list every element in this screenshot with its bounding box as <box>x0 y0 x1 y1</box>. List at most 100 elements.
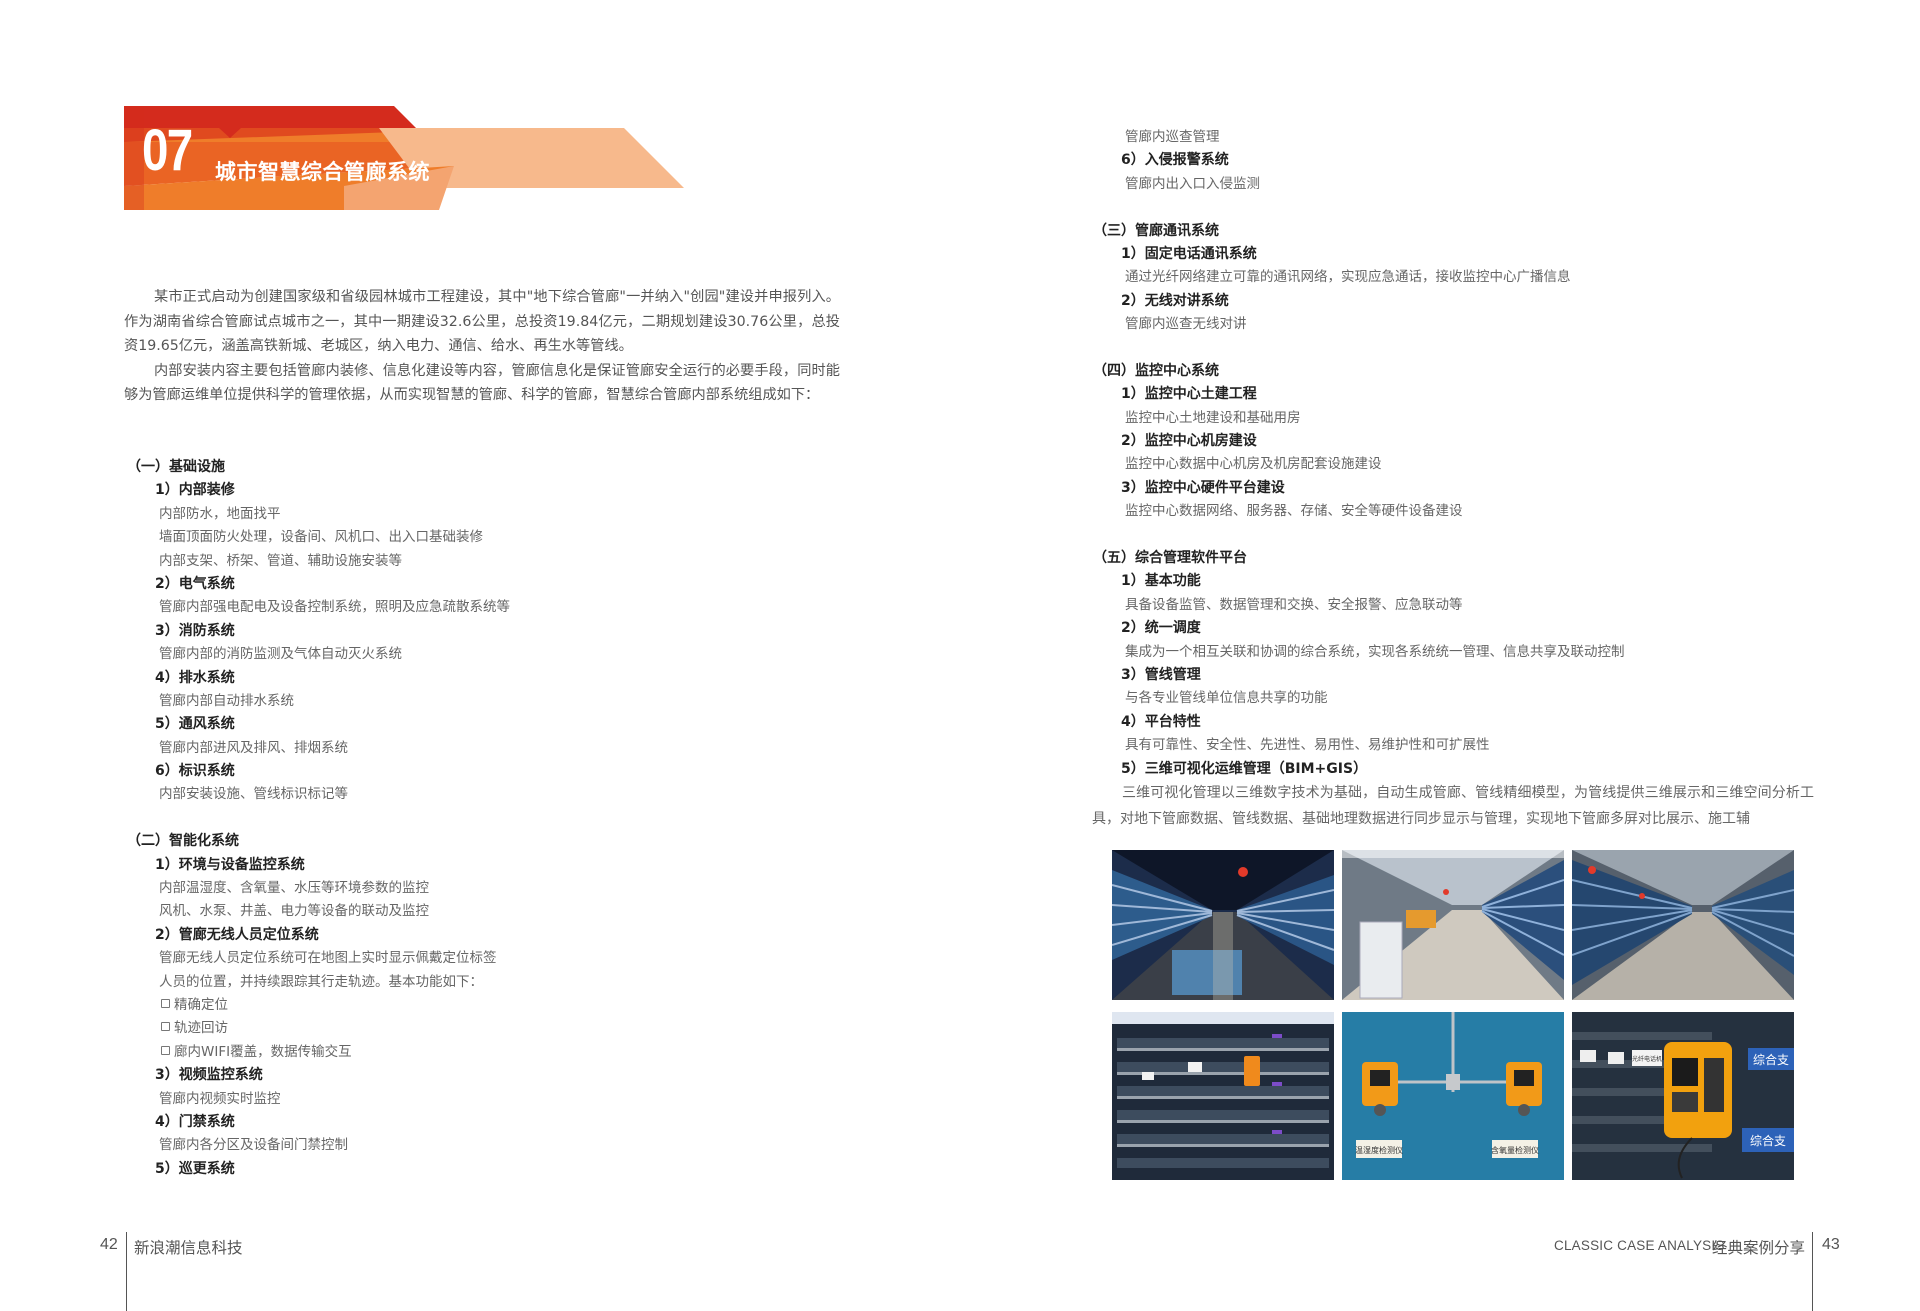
item-description: 通过光纤网络建立可靠的通讯网络，实现应急通话，接收监控中心广播信息 <box>1093 266 1813 289</box>
footer-divider-right <box>1812 1232 1813 1311</box>
pipe-tag-2: 综合支 <box>1750 1133 1786 1148</box>
row-text: 2）管廊无线人员定位系统 <box>155 926 319 943</box>
item-description: 监控中心土地建设和基础用房 <box>1093 407 1813 430</box>
section-spacer <box>1093 337 1813 360</box>
item-description: 管廊内部的消防监测及气体自动灭火系统 <box>127 643 847 666</box>
chapter-banner <box>124 106 684 210</box>
row-text: 廊内WIFI覆盖，数据传输交互 <box>174 1043 352 1060</box>
tunnel-photo-1 <box>1112 850 1334 1000</box>
footer-section-en: CLASSIC CASE ANALYSIS <box>1554 1238 1725 1253</box>
subsection-heading: 5）三维可视化运维管理（BIM+GIS） <box>1093 758 1813 781</box>
row-text: 监控中心数据网络、服务器、存储、安全等硬件设备建设 <box>1125 503 1463 520</box>
oxygen-sensor-label: 含氧量检测仪 <box>1491 1145 1539 1155</box>
row-text: 3）视频监控系统 <box>155 1067 263 1084</box>
row-text: 内部防水，地面找平 <box>159 505 281 522</box>
row-text: 具有可靠性、安全性、先进性、易用性、易维护性和可扩展性 <box>1125 737 1490 754</box>
subsection-heading: 3）监控中心硬件平台建设 <box>1093 477 1813 500</box>
tunnel-photo-2 <box>1342 850 1564 1000</box>
subsection-heading: 2）统一调度 <box>1093 617 1813 640</box>
item-description: 内部温湿度、含氧量、水压等环境参数的监控 <box>127 877 847 900</box>
row-text: 精确定位 <box>174 996 228 1013</box>
row-text: 3）消防系统 <box>155 622 235 639</box>
square-bullet-icon <box>161 1045 170 1055</box>
row-text: 3）监控中心硬件平台建设 <box>1121 479 1285 496</box>
subsection-heading: 4）门禁系统 <box>127 1111 847 1134</box>
item-description: 风机、水泵、井盖、电力等设备的联动及监控 <box>127 900 847 923</box>
row-text: 管廊内巡查无线对讲 <box>1125 316 1247 333</box>
chapter-title: 城市智慧综合管廊系统 <box>215 160 430 184</box>
section-heading: （二）智能化系统 <box>127 830 847 853</box>
item-description: 人员的位置，并持续跟踪其行走轨迹。基本功能如下： <box>127 971 847 994</box>
row-text: （三）管廊通讯系统 <box>1093 222 1219 239</box>
subsection-heading: 2）无线对讲系统 <box>1093 290 1813 313</box>
item-description: 管廊内视频实时监控 <box>127 1088 847 1111</box>
row-text: （四）监控中心系统 <box>1093 362 1219 379</box>
row-text: 管廊内部自动排水系统 <box>159 692 294 709</box>
row-text: 风机、水泵、井盖、电力等设备的联动及监控 <box>159 903 429 920</box>
intro-paragraph: 某市正式启动为创建国家级和省级园林城市工程建设，其中"地下综合管廊"一并纳入"创… <box>124 289 840 354</box>
bullet-item: 廊内WIFI覆盖，数据传输交互 <box>127 1041 847 1064</box>
page-number-right: 43 <box>1822 1236 1840 1253</box>
item-description: 内部支架、桥架、管道、辅助设施安装等 <box>127 550 847 573</box>
bullet-item: 精确定位 <box>127 994 847 1017</box>
row-text: 5）巡更系统 <box>155 1160 235 1177</box>
row-text: 管廊内视频实时监控 <box>159 1090 281 1107</box>
row-text: 集成为一个相互关联和协调的综合系统，实现各系统统一管理、信息共享及联动控制 <box>1125 643 1625 660</box>
banner-graphic <box>124 106 684 210</box>
intro-text: 某市正式启动为创建国家级和省级园林城市工程建设，其中"地下综合管廊"一并纳入"创… <box>124 285 840 408</box>
row-text: 管廊内出入口入侵监测 <box>1125 175 1260 192</box>
subsection-heading: 3）视频监控系统 <box>127 1064 847 1087</box>
row-text: 5）三维可视化运维管理（BIM+GIS） <box>1121 760 1368 777</box>
tunnel-photo-3 <box>1572 850 1794 1000</box>
item-description: 管廊内各分区及设备间门禁控制 <box>127 1134 847 1157</box>
row-text: 1）内部装修 <box>155 482 235 499</box>
bim-gis-paragraph: 三维可视化管理以三维数字技术为基础，自动生成管廊、管线精细模型，为管线提供三维展… <box>1092 785 1814 827</box>
row-text: 管廊内部进风及排风、排烟系统 <box>159 739 348 756</box>
row-text: 5）通风系统 <box>155 716 235 733</box>
subsection-heading: 2）监控中心机房建设 <box>1093 430 1813 453</box>
row-text: 内部安装设施、管线标识标记等 <box>159 786 348 803</box>
chapter-number: 07 <box>142 118 193 183</box>
row-text: 4）门禁系统 <box>155 1113 235 1130</box>
square-bullet-icon <box>161 1022 170 1032</box>
item-description: 管廊内巡查无线对讲 <box>1093 313 1813 336</box>
item-description: 管廊内部自动排水系统 <box>127 690 847 713</box>
item-description: 管廊内巡查管理 <box>1093 126 1813 149</box>
tunnel-photo-4 <box>1112 1012 1334 1180</box>
item-description: 管廊内部强电配电及设备控制系统，照明及应急疏散系统等 <box>127 596 847 619</box>
row-text: 2）统一调度 <box>1121 620 1201 637</box>
section-heading: （四）监控中心系统 <box>1093 360 1813 383</box>
section-spacer <box>127 807 847 830</box>
subsection-heading: 6）标识系统 <box>127 760 847 783</box>
row-text: 1）监控中心土建工程 <box>1121 386 1257 403</box>
subsection-heading: 1）环境与设备监控系统 <box>127 854 847 877</box>
row-text: 管廊内各分区及设备间门禁控制 <box>159 1137 348 1154</box>
item-description: 内部防水，地面找平 <box>127 503 847 526</box>
item-description: 具备设备监管、数据管理和交换、安全报警、应急联动等 <box>1093 594 1813 617</box>
row-text: 管廊内部的消防监测及气体自动灭火系统 <box>159 646 402 663</box>
row-text: 6）标识系统 <box>155 763 235 780</box>
item-description: 具有可靠性、安全性、先进性、易用性、易维护性和可扩展性 <box>1093 734 1813 757</box>
row-text: （二）智能化系统 <box>127 833 239 850</box>
item-description: 管廊无线人员定位系统可在地图上实时显示佩戴定位标签 <box>127 947 847 970</box>
row-text: 管廊无线人员定位系统可在地图上实时显示佩戴定位标签 <box>159 950 497 967</box>
row-text: 3）管线管理 <box>1121 666 1201 683</box>
row-text: 1）基本功能 <box>1121 573 1201 590</box>
row-text: 1）固定电话通讯系统 <box>1121 245 1257 262</box>
section-spacer <box>1093 196 1813 219</box>
item-description: 墙面顶面防火处理，设备间、风机口、出入口基础装修 <box>127 526 847 549</box>
row-text: 监控中心土地建设和基础用房 <box>1125 409 1301 426</box>
row-text: 4）平台特性 <box>1121 713 1201 730</box>
row-text: 内部支架、桥架、管道、辅助设施安装等 <box>159 552 402 569</box>
intro-paragraph: 内部安装内容主要包括管廊内装修、信息化建设等内容，管廊信息化是保证管廊安全运行的… <box>124 362 840 404</box>
footer-section-cn: 经典案例分享 <box>1712 1239 1806 1257</box>
row-text: 2）电气系统 <box>155 575 235 592</box>
row-text: 与各专业管线单位信息共享的功能 <box>1125 690 1328 707</box>
row-text: 内部温湿度、含氧量、水压等环境参数的监控 <box>159 880 429 897</box>
item-description: 管廊内出入口入侵监测 <box>1093 173 1813 196</box>
gas-detector-photo: 温湿度检测仪 含氧量检测仪 <box>1342 1012 1564 1180</box>
subsection-heading: 6）入侵报警系统 <box>1093 149 1813 172</box>
item-description: 内部安装设施、管线标识标记等 <box>127 783 847 806</box>
footer-brand: 新浪潮信息科技 <box>134 1239 243 1257</box>
section-heading: （一）基础设施 <box>127 456 847 479</box>
